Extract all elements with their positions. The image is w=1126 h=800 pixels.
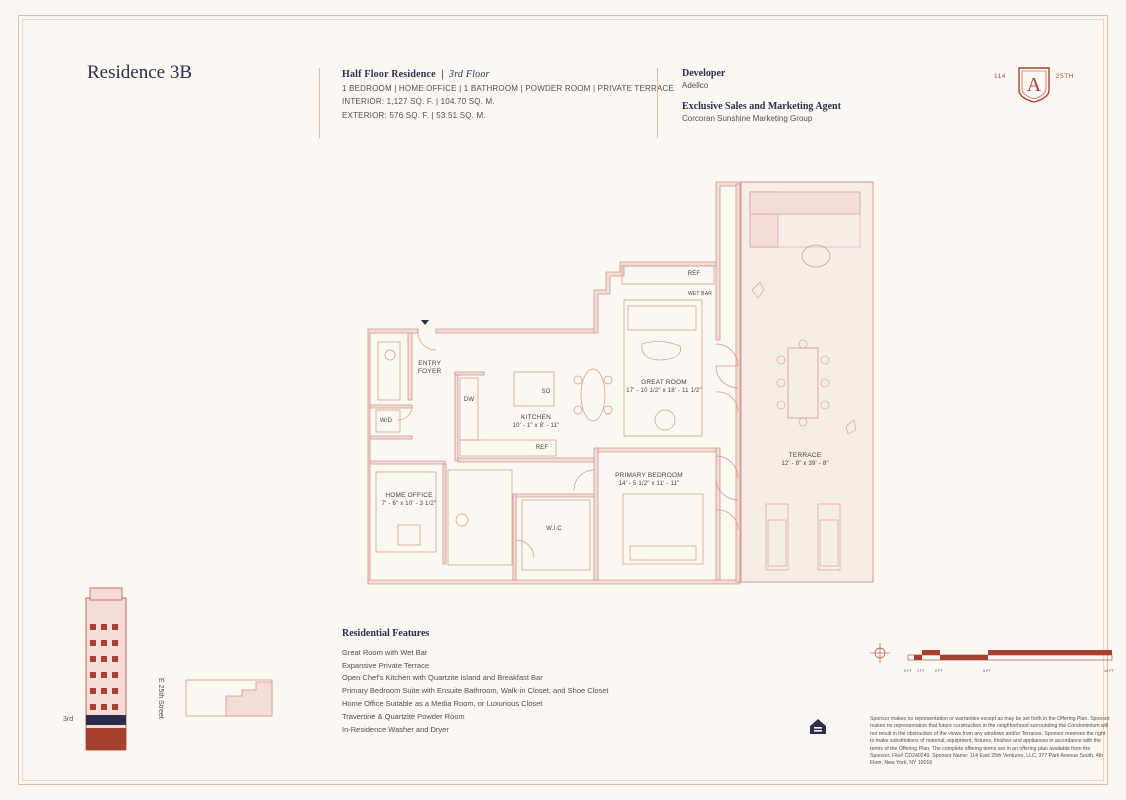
residential-features: Residential Features Great Room with Wet… xyxy=(342,628,609,736)
residence-title: Residence 3B xyxy=(87,62,193,83)
kitchen-label: KITCHEN xyxy=(521,414,551,421)
terrace-label: TERRACE xyxy=(788,452,822,459)
great-room-label: GREAT ROOM xyxy=(641,379,687,386)
scale-label: 2 FT xyxy=(935,669,943,673)
logo-left-number: 114 xyxy=(994,73,1006,80)
features-heading: Residential Features xyxy=(342,628,430,639)
floor-indicator: 3rd xyxy=(63,716,74,723)
primary-bedroom-dimensions: 14' - 5 1/2" x 11' - 11" xyxy=(618,481,680,487)
shield-icon: A xyxy=(1018,67,1050,103)
wet-bar-refrigerator-label: REF xyxy=(687,271,701,277)
great-room-dimensions: 17' - 10 1/2" x 18' - 11 1/2" xyxy=(626,388,702,394)
logo-right-number: 25TH xyxy=(1056,73,1074,80)
summary-interior: INTERIOR: 1,127 SQ. F. | 104.70 SQ. M. xyxy=(342,97,495,106)
feature-item: Open Chef's Kitchen with Quartzite Islan… xyxy=(342,673,543,683)
residence-summary: Half Floor Residence | 3rd Floor 1 BEDRO… xyxy=(342,68,674,122)
logo-letter: A xyxy=(1027,74,1042,96)
feature-item: Expansive Private Terrace xyxy=(342,660,429,670)
feature-item: Travertine & Quartzite Powder Room xyxy=(342,711,465,721)
feature-item: Primary Bedroom Suite with Ensuite Bathr… xyxy=(342,686,609,696)
washer-dryer-label: W/D xyxy=(379,418,393,424)
kitchen-dimensions: 10' - 1" x 8' - 11" xyxy=(512,423,560,429)
scale-label: 0 FT xyxy=(904,669,912,673)
developer-heading: Developer xyxy=(682,68,726,79)
developer-block: Developer Adellco Exclusive Sales and Ma… xyxy=(682,68,841,124)
summary-rooms: 1 BEDROOM | HOME OFFICE | 1 BATHROOM | P… xyxy=(342,83,675,93)
feature-item: Home Office Suitable as a Media Room, or… xyxy=(342,698,543,708)
agent-heading: Exclusive Sales and Marketing Agent xyxy=(682,101,841,112)
entry-foyer-label: ENTRY FOYER xyxy=(418,360,442,375)
wic-label: W.I.C xyxy=(546,526,562,532)
stove-oven-label: SO xyxy=(541,389,551,395)
home-office-label: HOME OFFICE xyxy=(385,492,433,499)
divider xyxy=(657,68,658,138)
scale-label: 1 FT xyxy=(917,669,925,673)
wet-bar-label: WET BAR xyxy=(687,291,713,297)
scale-label: 10 FT xyxy=(1104,669,1114,673)
refrigerator-label: REF xyxy=(535,445,549,451)
summary-heading: Half Floor Residence xyxy=(342,69,436,80)
summary-floor: 3rd Floor xyxy=(449,69,490,80)
legal-disclaimer: Sponsor makes no representation or warra… xyxy=(870,716,1110,767)
feature-item: Great Room with Wet Bar xyxy=(342,647,428,657)
entry-arrow-icon xyxy=(421,320,429,325)
inner-frame xyxy=(22,19,1104,781)
equal-housing-icon xyxy=(810,719,826,734)
terrace-dimensions: 12' - 8" x 39' - 8" xyxy=(781,461,829,467)
primary-bedroom-label: PRIMARY BEDROOM xyxy=(615,472,683,479)
agent-name: Corcoran Sunshine Marketing Group xyxy=(682,114,813,123)
brand-logo: 114 A 25TH xyxy=(990,64,1080,104)
dishwasher-label: DW xyxy=(463,397,475,403)
scale-label: 5 FT xyxy=(983,669,991,673)
developer-name: Adellco xyxy=(682,81,709,90)
home-office-dimensions: 7' - 6" x 10' - 3 1/2" xyxy=(381,501,437,507)
outer-frame xyxy=(18,15,1108,785)
street-label: E 25th Street xyxy=(157,678,164,719)
divider xyxy=(319,68,320,138)
feature-item: In-Residence Washer and Dryer xyxy=(342,724,449,734)
summary-exterior: EXTERIOR: 576 SQ. F. | 53.51 SQ. M. xyxy=(342,110,486,120)
